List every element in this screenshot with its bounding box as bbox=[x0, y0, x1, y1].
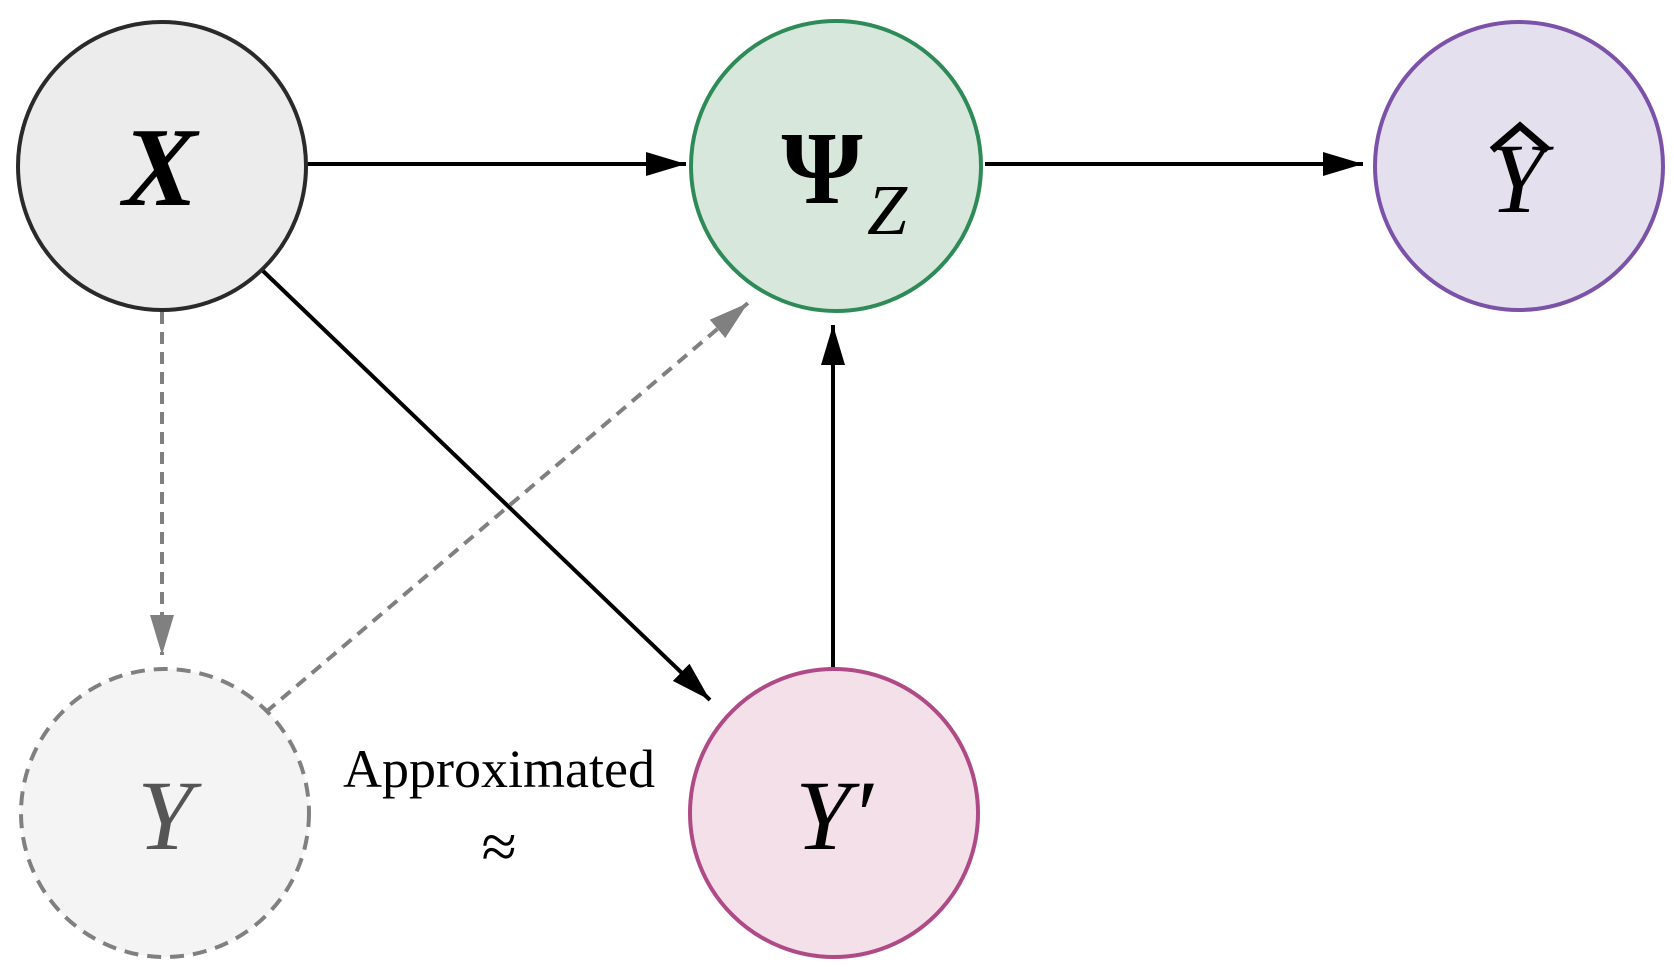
node-y-label: Y bbox=[137, 760, 202, 871]
node-x-label: X bbox=[120, 106, 200, 230]
node-y-circle bbox=[19, 667, 311, 959]
approximated-label: Approximated bbox=[343, 739, 655, 799]
node-psi-z: Ψ Z bbox=[689, 19, 983, 313]
node-y: Y bbox=[19, 667, 311, 959]
node-y-prime-circle bbox=[688, 667, 980, 959]
node-psi-z-subscript: Z bbox=[867, 170, 908, 250]
node-psi-z-circle bbox=[689, 19, 983, 313]
node-y-prime-label: Y′ bbox=[795, 760, 875, 871]
node-y-hat: Y bbox=[1373, 20, 1665, 312]
node-psi-z-label: Ψ bbox=[781, 111, 862, 226]
node-x-circle bbox=[16, 20, 308, 312]
approx-equal-symbol: ≈ bbox=[481, 811, 516, 882]
node-y-hat-circle bbox=[1373, 20, 1665, 312]
node-x: X bbox=[16, 20, 308, 312]
hat-accent-icon bbox=[1489, 121, 1551, 153]
node-y-prime: Y′ bbox=[688, 667, 980, 959]
edge-x-to-yprime bbox=[260, 268, 712, 702]
edge-y-to-psi-dashed bbox=[264, 301, 750, 714]
